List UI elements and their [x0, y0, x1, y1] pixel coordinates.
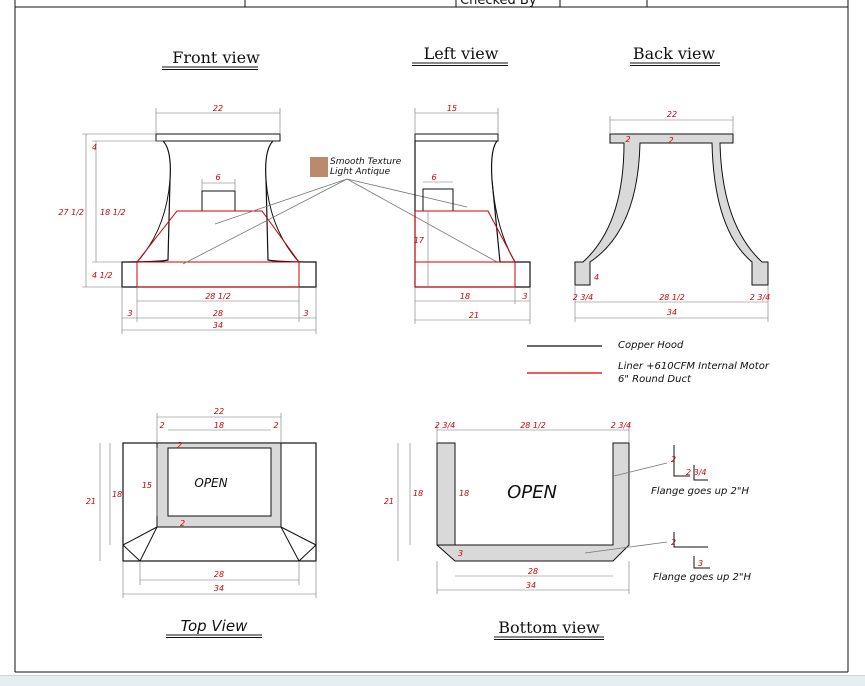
front-dim-top: 22: [213, 104, 223, 113]
front-dim-overall: 34: [213, 321, 223, 330]
top-dim-depth: 21: [86, 497, 96, 506]
top-view-drawing: OPEN 22 18 2 2 2 2 21 18 15 28 34: [86, 407, 317, 598]
checked-by-label: Checked By: [460, 0, 537, 8]
back-dim-center: 28 1/2: [659, 293, 685, 302]
bottom-view-drawing: OPEN 2 3/4 28 1/2 2 3/4 21 18 18 3 28 34…: [384, 421, 752, 594]
front-dim-liner: 28 1/2: [205, 292, 231, 301]
legend-copper-label: Copper Hood: [618, 340, 684, 351]
top-dim-rim-t: 2: [177, 441, 182, 450]
finish-swatch: Smooth Texture Light Antique: [182, 157, 498, 265]
top-open-label: OPEN: [194, 476, 227, 490]
front-dim-inner: 28: [213, 309, 223, 318]
flange-note-2: Flange goes up 2"H: [653, 572, 752, 583]
swatch-line-1: Smooth Texture: [330, 157, 402, 167]
left-dim-liner-h: 17: [414, 236, 425, 245]
top-dim-rim-l: 2: [159, 421, 164, 430]
front-dim-duct: 6: [215, 173, 220, 182]
legend: Copper Hood Liner +610CFM Internal Motor…: [527, 340, 770, 385]
left-dim-side: 3: [522, 292, 527, 301]
back-dim-wall-c: 2: [668, 136, 673, 145]
back-dim-wall-l: 2: [625, 135, 630, 144]
top-view-title: Top View: [181, 617, 248, 635]
bottom-dim-inner-d: 18: [413, 489, 423, 498]
bottom-dim-front-rim: 3: [458, 549, 463, 558]
finish-swatch-color: [310, 157, 328, 177]
left-dim-overall: 21: [469, 311, 479, 320]
bottom-view-title: Bottom view: [498, 618, 600, 637]
bottom-dim-overall: 34: [526, 581, 536, 590]
left-view-drawing: 15 6 17 18 3 21: [414, 104, 531, 324]
title-block: Checked By: [14, 0, 849, 673]
bottom-dim-front-w: 28: [528, 567, 538, 576]
flange1-dim-a: 2: [671, 455, 676, 464]
back-view-drawing: 22 2 2 4 2 3/4 28 1/2 2 3/4 34: [573, 110, 771, 322]
bottom-open-label: OPEN: [507, 482, 557, 503]
legend-liner-label-2: 6" Round Duct: [618, 374, 692, 385]
front-dim-height: 27 1/2: [58, 208, 84, 217]
flange-note-1: Flange goes up 2"H: [651, 486, 750, 497]
top-dim-inner-w: 18: [214, 421, 224, 430]
front-view-drawing: 22 27 1/2 4 4 1/2 18 1/2 6 28 1/2 28 3 3…: [58, 104, 317, 334]
front-view-title: Front view: [172, 48, 260, 67]
top-dim-inner-d: 18: [112, 490, 122, 499]
front-dim-top-band: 4: [92, 143, 97, 152]
back-dim-foot: 4: [594, 273, 599, 282]
front-dim-bottom-band: 4 1/2: [92, 271, 113, 280]
front-dim-inner-h: 18 1/2: [100, 208, 126, 217]
back-view-title: Back view: [633, 44, 716, 63]
bottom-dim-depth: 21: [384, 497, 394, 506]
top-dim-rim-b: 2: [180, 519, 185, 528]
top-dim-open-d: 15: [142, 481, 152, 490]
back-dim-overall: 34: [667, 308, 677, 317]
window-status-bar: [0, 675, 865, 686]
bottom-dim-side-l: 2 3/4: [435, 421, 456, 430]
top-dim-front-w: 28: [214, 570, 224, 579]
front-dim-side-r: 3: [303, 309, 308, 318]
back-dim-side-r: 2 3/4: [750, 293, 771, 302]
legend-liner-label-1: Liner +610CFM Internal Motor: [618, 361, 770, 372]
top-dim-rim-r: 2: [273, 421, 278, 430]
view-titles: Front view Left view Back view Top View …: [162, 44, 720, 640]
bottom-dim-side-r: 2 3/4: [611, 421, 632, 430]
back-dim-side-l: 2 3/4: [573, 293, 594, 302]
flange1-dim-b: 2 3/4: [686, 468, 707, 477]
bottom-dim-center: 28 1/2: [520, 421, 546, 430]
swatch-line-2: Light Antique: [330, 167, 391, 177]
left-dim-inner: 18: [460, 292, 470, 301]
flange2-dim-a: 2: [671, 538, 676, 547]
left-dim-duct: 6: [431, 173, 436, 182]
flange2-dim-b: 3: [698, 559, 703, 568]
back-dim-top: 22: [667, 110, 677, 119]
front-dim-side-l: 3: [127, 309, 132, 318]
bottom-dim-arm-d: 18: [459, 489, 469, 498]
left-view-title: Left view: [424, 44, 499, 63]
top-dim-overall: 34: [214, 584, 224, 593]
left-dim-top: 15: [447, 104, 457, 113]
top-dim-overall-w: 22: [214, 407, 224, 416]
